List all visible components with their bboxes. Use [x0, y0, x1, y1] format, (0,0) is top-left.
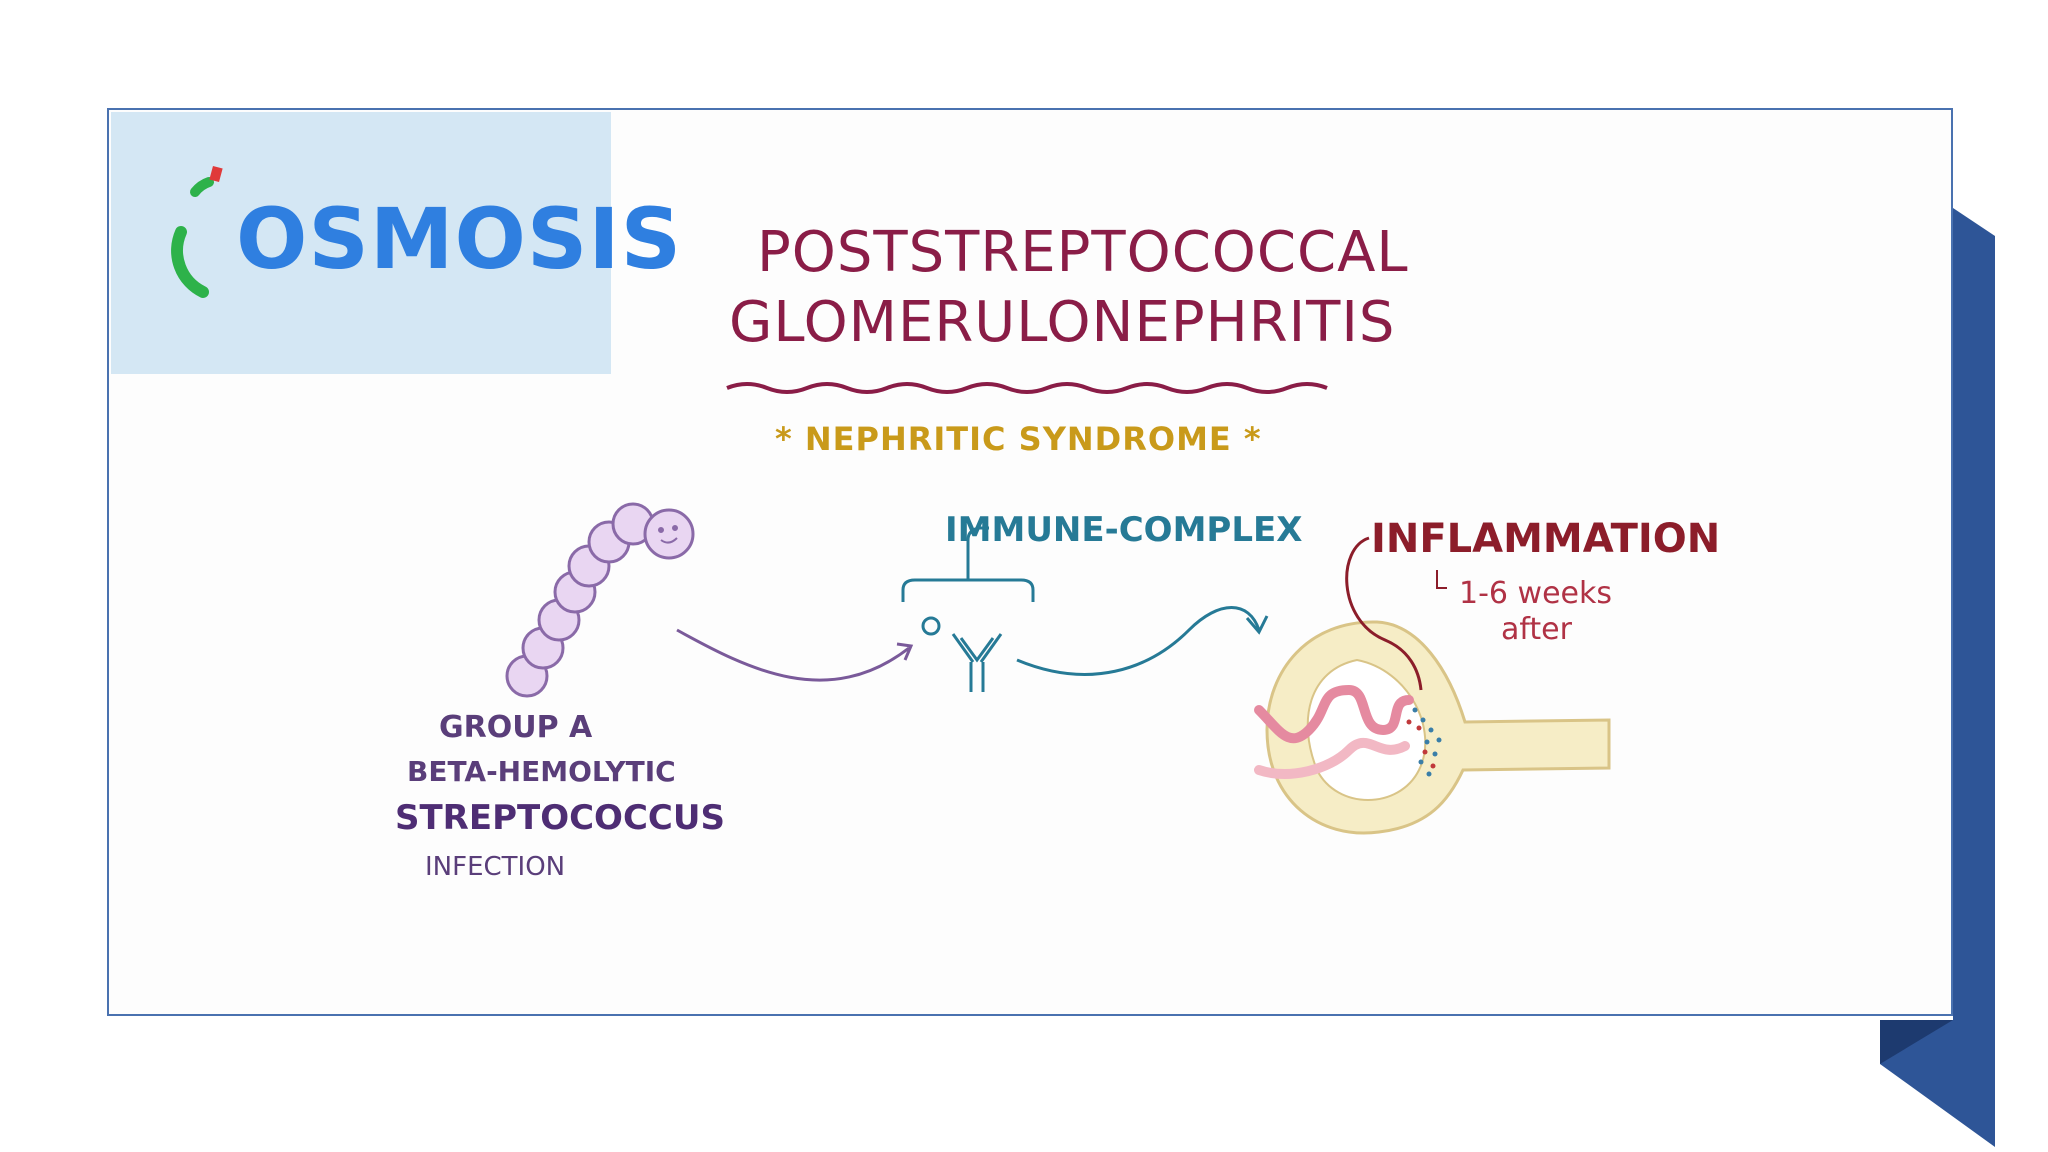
subtitle: * NEPHRITIC SYNDROME * [775, 420, 1262, 458]
antibody-icon [921, 616, 1003, 692]
inflammation-label: INFLAMMATION [1371, 516, 1721, 562]
osmosis-logo-text: OSMOSIS [236, 190, 683, 288]
title-line-2: GLOMERULONEPHRITIS [729, 290, 1396, 355]
infection-label: INFECTION [425, 852, 566, 882]
arrow-to-immune-complex [676, 628, 910, 682]
group-a-label: GROUP A [439, 710, 593, 745]
beta-hemolytic-label: BETA-HEMOLYTIC [407, 755, 676, 788]
slide-frame: OSMOSIS [107, 108, 1953, 1016]
after-label: after [1501, 612, 1572, 647]
diagram-art [505, 382, 1611, 835]
immune-bracket [901, 578, 1035, 602]
arrow-to-glomerulus [1016, 606, 1261, 676]
streptococcus-chain [505, 502, 695, 698]
title-line-1: POSTSTREPTOCOCCAL [757, 220, 1409, 285]
osmosis-logo-box: OSMOSIS [111, 112, 681, 374]
inflammation-pointer [1345, 536, 1423, 691]
weeks-label: 1-6 weeks [1459, 576, 1612, 611]
title-underline [726, 382, 1328, 394]
osmosis-logo-icon [171, 165, 223, 298]
immune-complex-label: IMMUNE-COMPLEX [945, 510, 1303, 550]
glomerulus-illustration [1254, 620, 1611, 835]
bacteria-face [658, 525, 678, 544]
streptococcus-label: STREPTOCOCCUS [395, 798, 725, 838]
